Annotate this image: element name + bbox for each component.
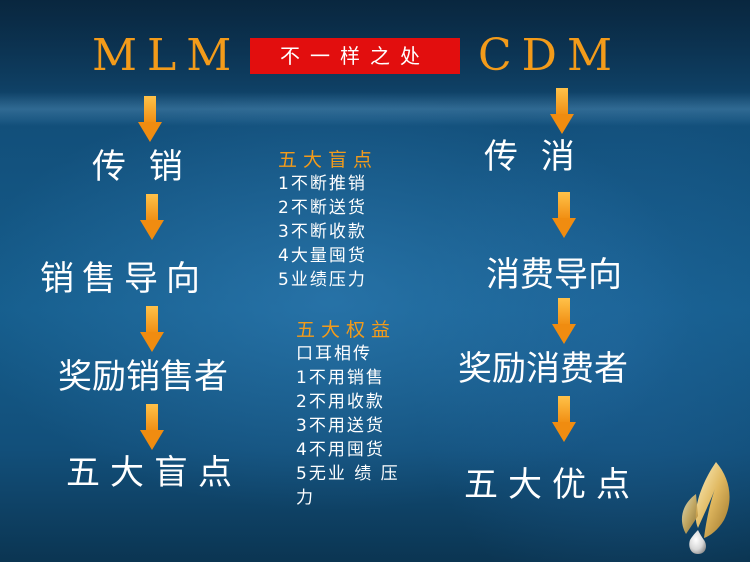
down-arrow-icon (552, 396, 576, 444)
list-item: 1不断推销 (278, 174, 367, 194)
down-arrow-icon (552, 298, 576, 346)
down-arrow-icon (140, 306, 164, 354)
list-item: 2不用收款 (296, 392, 385, 412)
difference-banner: 不一样之处 (250, 38, 460, 74)
list-item: 口耳相传 (296, 344, 372, 364)
list-item: 2不断送货 (278, 198, 367, 218)
blind-spots-title: 五大盲点 (278, 149, 379, 171)
right-step-3: 奖励消费者 (458, 349, 628, 389)
left-step-3: 奖励销售者 (58, 357, 228, 397)
down-arrow-icon (140, 404, 164, 452)
list-item: 3不用送货 (296, 416, 385, 436)
list-item: 4不用囤货 (296, 440, 385, 460)
down-arrow-icon (550, 88, 574, 136)
right-step-1: 传 消 (484, 137, 581, 177)
down-arrow-icon (552, 192, 576, 240)
benefits-list: 五大权益 口耳相传 1不用销售 2不用收款 3不用送货 4不用囤货 5无业 绩 … (296, 318, 400, 510)
right-step-4: 五大优点 (464, 465, 640, 505)
benefits-title: 五大权益 (296, 319, 397, 341)
list-item: 3不断收款 (278, 222, 367, 242)
list-item: 5无业 绩 压 (296, 464, 400, 484)
cdm-title: CDM (478, 30, 622, 81)
right-step-2: 消费导向 (486, 255, 622, 295)
list-item: 4大量囤货 (278, 246, 367, 266)
down-arrow-icon (140, 194, 164, 242)
left-step-2: 销售导向 (40, 259, 208, 299)
list-item: 力 (296, 488, 315, 508)
down-arrow-icon (138, 96, 162, 144)
band-sheen (0, 92, 750, 126)
left-step-4: 五大盲点 (66, 453, 242, 493)
mlm-title: MLM (92, 30, 242, 81)
list-item: 5业绩压力 (278, 270, 367, 290)
blind-spots-list: 五大盲点 1不断推销 2不断送货 3不断收款 4大量囤货 5业绩压力 (278, 148, 378, 292)
leaf-droplet-logo (681, 462, 730, 554)
left-step-1: 传 销 (92, 147, 189, 187)
list-item: 1不用销售 (296, 368, 385, 388)
